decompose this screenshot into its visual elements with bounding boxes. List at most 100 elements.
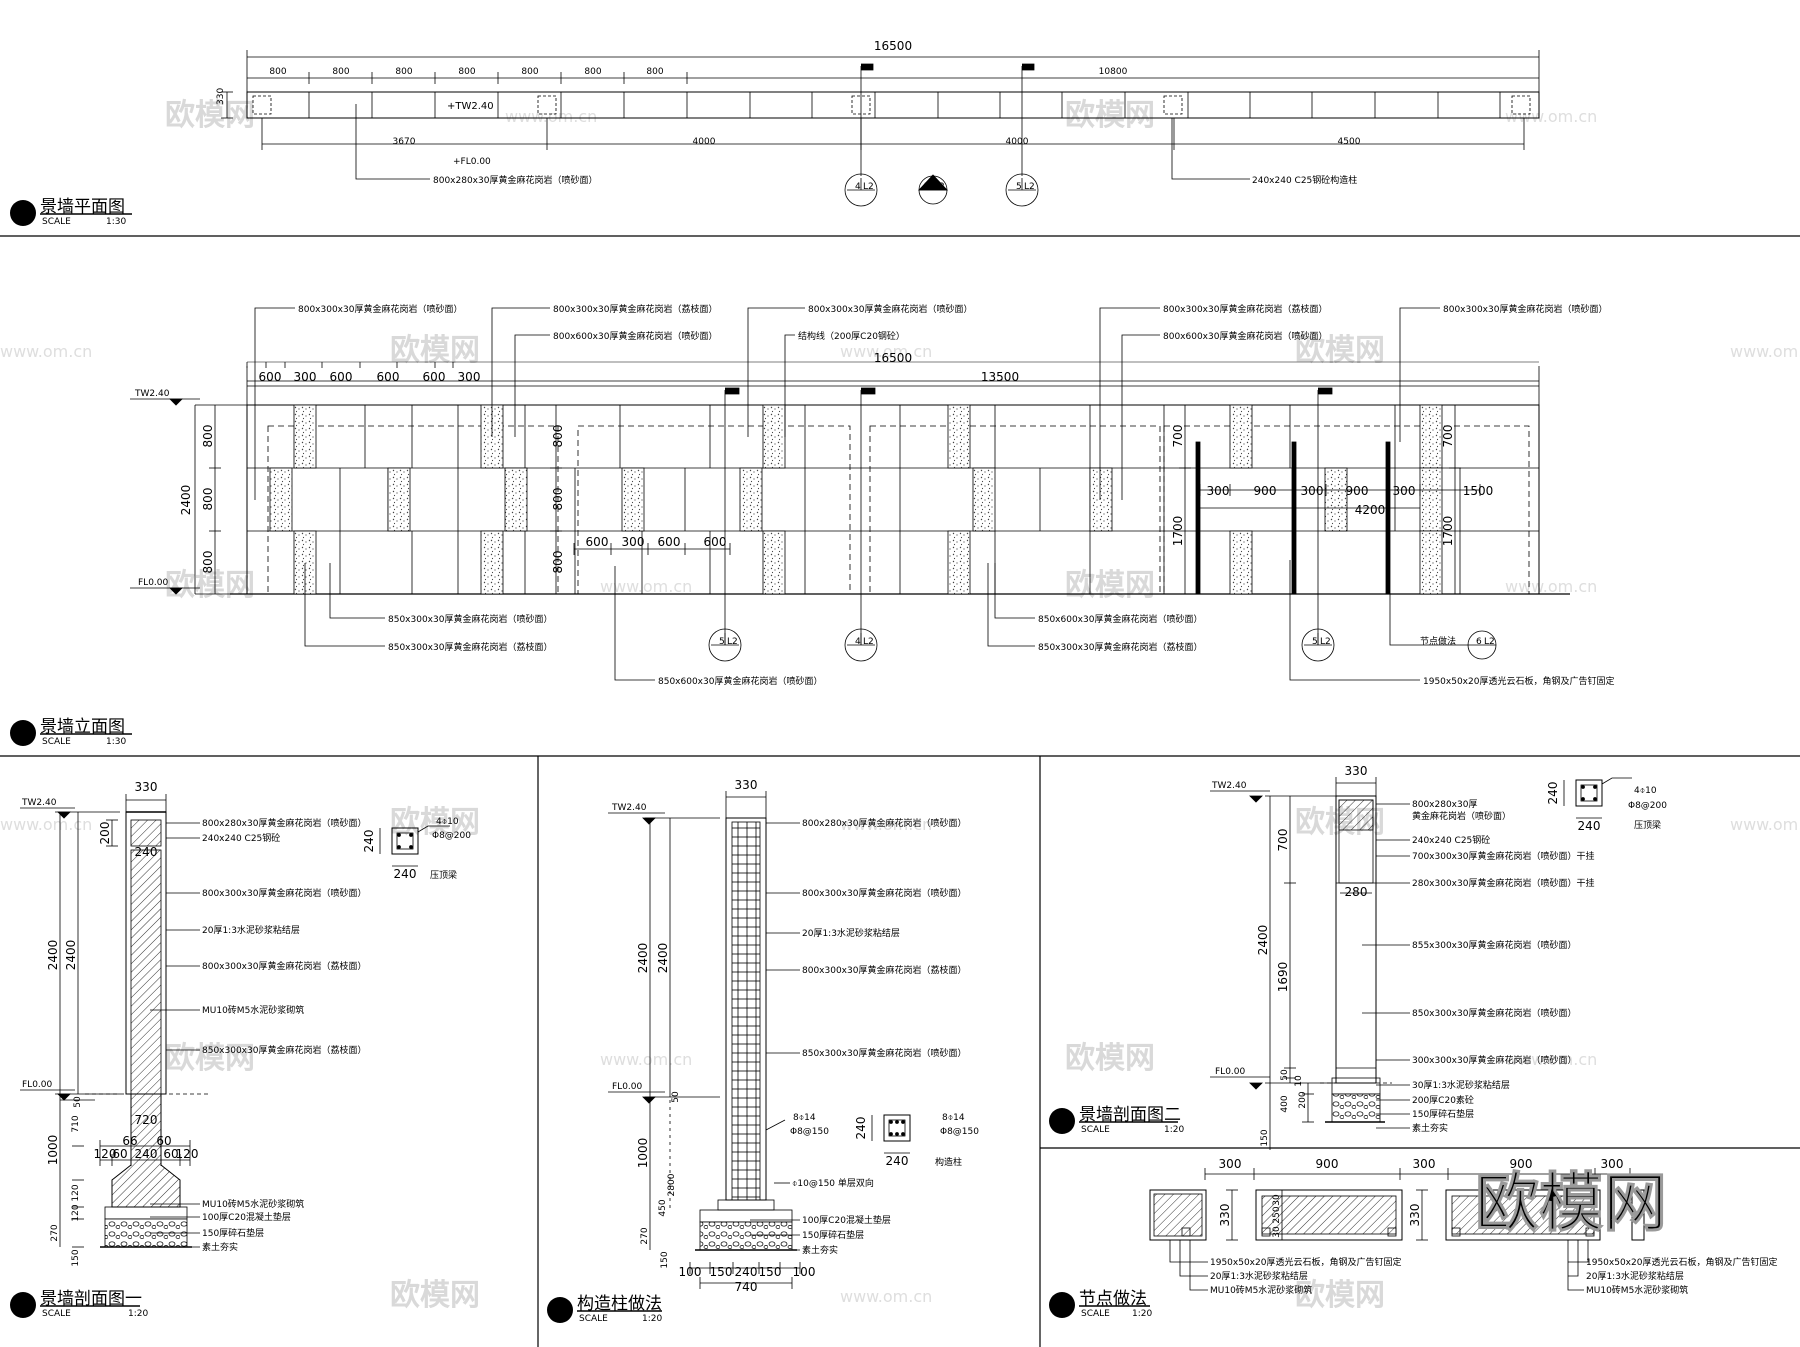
plan-elev-mark: +TW2.40 <box>447 101 494 112</box>
s1-h-inner: 2400 <box>64 940 78 971</box>
section-symbol-number: 5 <box>1312 637 1318 647</box>
s2-width: 330 <box>1345 764 1368 778</box>
plan-segment-dim: 800 <box>395 67 412 77</box>
node-inner: 30 <box>1272 1226 1282 1238</box>
section-symbol-ref: L2 <box>863 182 874 192</box>
s1-beam-label: 压顶梁 <box>430 869 457 881</box>
col-note: 850x300x30厚黄金麻花岗岩（喷砂面） <box>802 1047 966 1059</box>
s1-foot-dim: 60 <box>156 1134 171 1148</box>
section-symbol-number: 5 <box>1016 182 1022 192</box>
plan-scale: 1:30 <box>106 217 126 227</box>
col-note: 20厚1:3水泥砂浆粘结层 <box>802 927 900 939</box>
elev-top-dim: 600 <box>259 370 282 384</box>
elev-span-dim: 13500 <box>981 370 1019 384</box>
s2-inner: 10 <box>1294 1075 1304 1087</box>
node-note-left: 20厚1:3水泥砂浆粘结层 <box>1210 1270 1308 1282</box>
section-symbol-ref: L2 <box>727 637 738 647</box>
section-symbol-number: 2 <box>924 182 930 192</box>
watermark-url: www.om.cn <box>600 1050 692 1069</box>
watermark-url: www.om.cn <box>1730 815 1800 834</box>
s2-note: 黄金麻花岗岩（喷砂面） <box>1412 810 1511 822</box>
watermark-url: www.om.cn <box>600 577 692 596</box>
s2-fl-mark: FL0.00 <box>1215 1067 1246 1077</box>
elev-note: 850x600x30厚黄金麻花岗岩（喷砂面） <box>1038 613 1202 625</box>
watermark: 欧模网 <box>390 1278 480 1313</box>
s1-below: 120 <box>71 1184 81 1201</box>
elev-inner-height: 800 <box>551 425 565 448</box>
plan-title: 景墙平面图 <box>40 197 125 217</box>
elev-note: 850x300x30厚黄金麻花岗岩（荔枝面） <box>388 641 552 653</box>
plan-title-block: 景墙平面图 SCALE 1:30 <box>10 197 132 227</box>
s1-note: 240x240 C25钢砼 <box>202 832 280 844</box>
s1-note: 20厚1:3水泥砂浆粘结层 <box>202 924 300 936</box>
section1-scale-label: SCALE <box>42 1309 71 1319</box>
elev-4200-dim: 4200 <box>1355 503 1386 517</box>
column-scale: 1:20 <box>642 1314 662 1324</box>
logo-watermark: 欧模网 <box>1475 1167 1668 1242</box>
elev-total-dim: 16500 <box>874 351 912 365</box>
s2-beam-rebar: 4⌽10 <box>1634 786 1657 796</box>
col-stirrup: Φ8@150 <box>790 1127 829 1137</box>
watermark-url: www.om.cn <box>0 815 92 834</box>
elev-top-dim: 600 <box>377 370 400 384</box>
s1-foot-dim: 60 <box>112 1147 127 1161</box>
node-note-left: MU10砖M5水泥砂浆砌筑 <box>1210 1284 1312 1296</box>
watermark: 欧模网 <box>1065 1041 1155 1076</box>
node-title-block: 节点做法 SCALE 1:20 <box>1049 1289 1152 1319</box>
node-scale: 1:20 <box>1132 1309 1152 1319</box>
s1-foot-dim: 120 <box>94 1147 117 1161</box>
s2-tw-mark: TW2.40 <box>1211 781 1247 791</box>
elev-row-height: 800 <box>201 425 215 448</box>
elevation-view <box>130 307 1570 681</box>
node-note-right: 20厚1:3水泥砂浆粘结层 <box>1586 1270 1684 1282</box>
watermark: 欧模网 <box>1295 1278 1385 1313</box>
brand-logo: 欧模网 <box>1475 1167 1667 1241</box>
plan-bottom-dim: 3670 <box>393 137 416 147</box>
plan-bottom-dim: 4500 <box>1338 137 1361 147</box>
s2-beam-stirrup: Φ8@200 <box>1628 801 1667 811</box>
s1-beam-w: 240 <box>394 867 417 881</box>
column-title: 构造柱做法 <box>577 1294 662 1314</box>
title-bullet-icon <box>10 1292 36 1318</box>
plan-right-span: 10800 <box>1099 67 1128 77</box>
title-bullet-icon <box>1049 1292 1075 1318</box>
col-foot-dim: 100 <box>679 1265 702 1279</box>
s1-foot-width: 720 <box>135 1113 158 1127</box>
section2-title: 景墙剖面图二 <box>1079 1105 1181 1125</box>
elev-right-dim: 1500 <box>1463 484 1494 498</box>
elev-inner-height: 800 <box>551 551 565 574</box>
col-note: 800x300x30厚黄金麻花岗岩（喷砂面） <box>802 887 966 899</box>
s1-fl-mark: FL0.00 <box>22 1080 53 1090</box>
col-below: 50 <box>671 1091 681 1103</box>
plan-view <box>221 50 1540 207</box>
elev-right-height: 1700 <box>1171 516 1185 547</box>
s2-beam-h: 240 <box>1546 782 1560 805</box>
elev-note: 1950x50x20厚透光云石板，角钢及广告钉固定 <box>1423 675 1614 687</box>
node-dim: 900 <box>1316 1157 1339 1171</box>
elev-mid-dim: 300 <box>622 535 645 549</box>
elev-note: 800x300x30厚黄金麻花岗岩（喷砂面） <box>298 303 462 315</box>
elev-right-dim: 300 <box>1207 484 1230 498</box>
node-dim: 900 <box>1510 1157 1533 1171</box>
elev-note: 800x300x30厚黄金麻花岗岩（荔枝面） <box>553 303 717 315</box>
s2-note: 800x280x30厚 <box>1412 799 1477 810</box>
watermark: 欧模网 <box>165 98 255 133</box>
title-bullet-icon <box>10 720 36 746</box>
elev-note: 800x600x30厚黄金麻花岗岩（喷砂面） <box>1163 330 1327 342</box>
section1-scale: 1:20 <box>128 1309 148 1319</box>
title-bullet-icon <box>10 200 36 226</box>
col-below: 1000 <box>636 1138 650 1169</box>
watermark: 欧模网 <box>165 568 255 603</box>
plan-labels: 16500 800 800 800 800 800 800 800 10800 … <box>216 39 1361 192</box>
watermark: 欧模网 <box>390 805 480 840</box>
plan-segment-dim: 800 <box>646 67 663 77</box>
s1-below: 150 <box>71 1249 81 1266</box>
plan-floor-mark: +FL0.00 <box>453 157 491 167</box>
col-below: 450 <box>658 1199 668 1216</box>
s1-foot-dim: 66 <box>122 1134 137 1148</box>
section1-view <box>20 794 450 1248</box>
col-note: 800x300x30厚黄金麻花岗岩（荔枝面） <box>802 964 966 976</box>
node-dim: 300 <box>1413 1157 1436 1171</box>
elev-mid-dim: 600 <box>658 535 681 549</box>
elev-right-height: 700 <box>1171 425 1185 448</box>
